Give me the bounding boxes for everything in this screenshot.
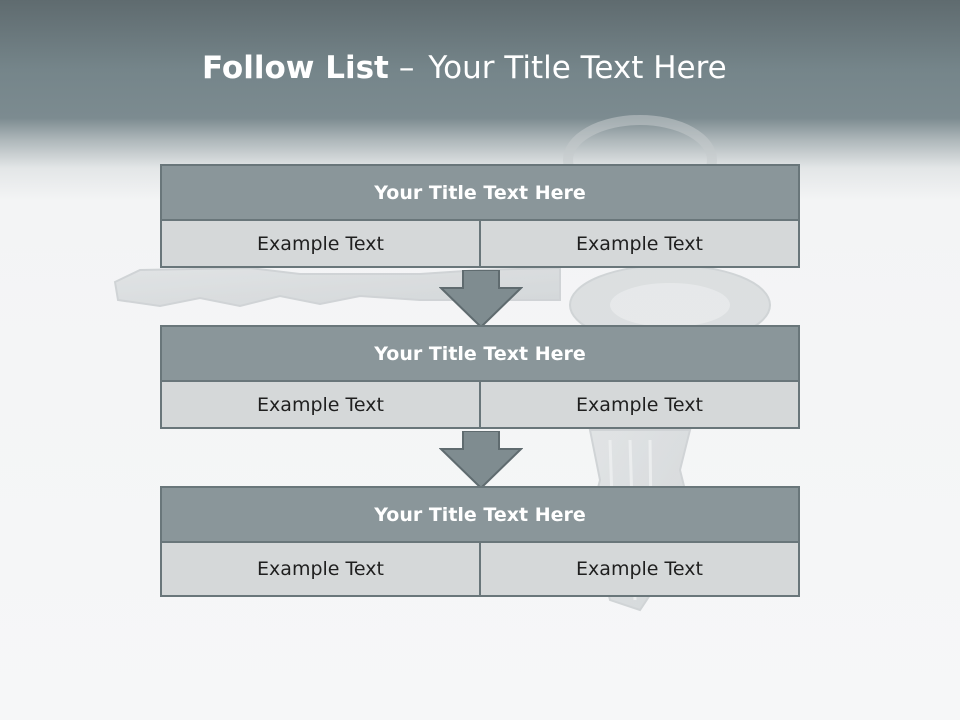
- block-title: Your Title Text Here: [160, 164, 800, 221]
- slide-title-rest: Your Title Text Here: [428, 50, 727, 86]
- slide-title-separator: –: [398, 50, 415, 86]
- slide-title: Follow List–Your Title Text Here: [0, 50, 960, 86]
- block-cell-right: Example Text: [479, 541, 800, 597]
- block-cell-left: Example Text: [160, 380, 481, 429]
- down-arrow-icon: [439, 270, 523, 328]
- block-cell-left: Example Text: [160, 219, 481, 268]
- block-cell-left: Example Text: [160, 541, 481, 597]
- block-title: Your Title Text Here: [160, 486, 800, 543]
- block-row: Example Text Example Text: [160, 380, 800, 429]
- block-row: Example Text Example Text: [160, 219, 800, 268]
- down-arrow-icon: [439, 431, 523, 489]
- block-cell-right: Example Text: [479, 219, 800, 268]
- list-block-3: Your Title Text Here Example Text Exampl…: [160, 486, 800, 597]
- slide-title-bold: Follow List: [202, 50, 389, 86]
- list-block-1: Your Title Text Here Example Text Exampl…: [160, 164, 800, 268]
- block-cell-right: Example Text: [479, 380, 800, 429]
- block-row: Example Text Example Text: [160, 541, 800, 597]
- list-block-2: Your Title Text Here Example Text Exampl…: [160, 325, 800, 429]
- block-title: Your Title Text Here: [160, 325, 800, 382]
